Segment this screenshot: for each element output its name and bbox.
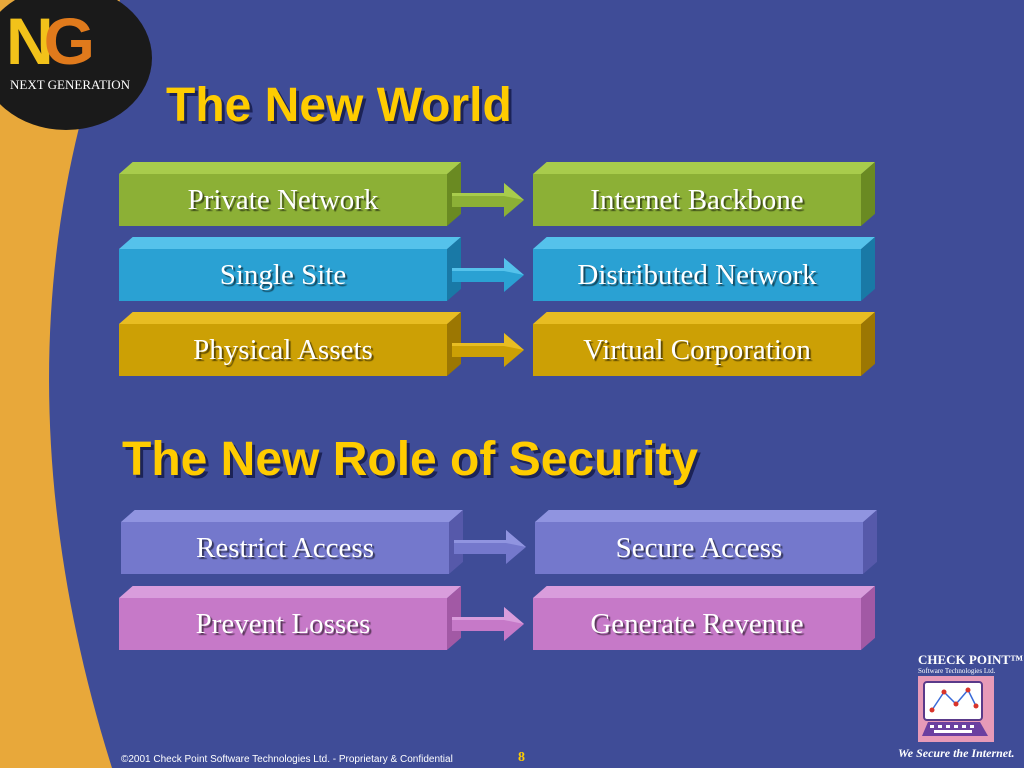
box-virtual-corporation: Virtual Corporation [533, 312, 875, 376]
box-private-network: Private Network [119, 162, 461, 226]
page-number: 8 [518, 750, 525, 765]
footer-copyright: ©2001 Check Point Software Technologies … [121, 754, 453, 765]
arrow-right-icon [452, 258, 524, 292]
arrow-right-icon [454, 530, 526, 564]
box-label: Prevent Losses [119, 598, 447, 650]
box-distributed-network: Distributed Network [533, 237, 875, 301]
arrow-right-icon [452, 333, 524, 367]
box-secure-access: Secure Access [535, 510, 877, 574]
box-top-face [119, 237, 461, 249]
box-restrict-access: Restrict Access [121, 510, 463, 574]
arrow-right-icon [452, 607, 524, 641]
box-single-site: Single Site [119, 237, 461, 301]
box-label: Internet Backbone [533, 174, 861, 226]
box-side-face [861, 312, 875, 376]
title-new-world: The New World [166, 79, 512, 132]
box-generate-revenue: Generate Revenue [533, 586, 875, 650]
logo-letters: NG [6, 8, 95, 74]
box-top-face [121, 510, 463, 522]
next-generation-logo: NG NEXT GENERATION [0, 0, 152, 130]
brand-subtitle: Software Technologies Ltd. [918, 667, 996, 675]
logo-letter-g: G [43, 4, 95, 78]
box-label: Distributed Network [533, 249, 861, 301]
box-top-face [533, 237, 875, 249]
logo-letter-n: N [6, 4, 54, 78]
box-label: Single Site [119, 249, 447, 301]
box-label: Secure Access [535, 522, 863, 574]
box-label: Restrict Access [121, 522, 449, 574]
tagline: We Secure the Internet. [898, 746, 1015, 760]
check-point-logo: CHECK POINT™ Software Technologies Ltd. [912, 652, 1023, 748]
box-side-face [861, 586, 875, 650]
box-side-face [861, 237, 875, 301]
box-prevent-losses: Prevent Losses [119, 586, 461, 650]
box-top-face [119, 312, 461, 324]
title-new-role-of-security: The New Role of Security [122, 433, 699, 486]
box-label: Virtual Corporation [533, 324, 861, 376]
box-side-face [861, 162, 875, 226]
box-label: Private Network [119, 174, 447, 226]
brand-name: CHECK POINT™ [918, 652, 1024, 667]
box-top-face [533, 162, 875, 174]
box-top-face [535, 510, 877, 522]
box-top-face [533, 312, 875, 324]
box-internet-backbone: Internet Backbone [533, 162, 875, 226]
box-physical-assets: Physical Assets [119, 312, 461, 376]
box-side-face [863, 510, 877, 574]
box-label: Physical Assets [119, 324, 447, 376]
box-top-face [533, 586, 875, 598]
network-computer-icon [918, 676, 994, 742]
arrow-right-icon [452, 183, 524, 217]
logo-text: NEXT GENERATION [10, 77, 130, 92]
box-top-face [119, 162, 461, 174]
box-label: Generate Revenue [533, 598, 861, 650]
box-top-face [119, 586, 461, 598]
